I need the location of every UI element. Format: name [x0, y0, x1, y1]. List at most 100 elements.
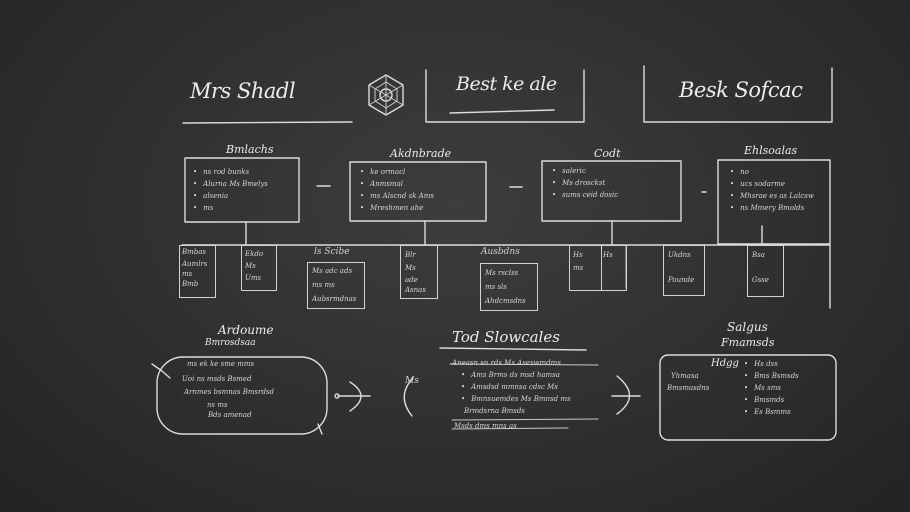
bottom-center-line: Brmdsrna Bmsds — [464, 407, 525, 415]
top-box-1-label: Bmlachs — [226, 143, 274, 156]
sub-column-label: Blr — [405, 251, 416, 259]
list-item: no — [730, 166, 814, 178]
list-item: Alurna Ms Bmelys — [193, 178, 268, 190]
sub-column-item: Ms — [405, 264, 416, 272]
top-box-3-label: Codt — [594, 147, 621, 160]
list-item: Ms sms — [744, 382, 799, 394]
list-item: Bmsmds — [744, 394, 799, 406]
header-title-left: Mrs Shadl — [190, 79, 296, 103]
top-box-1 — [184, 157, 300, 223]
header-right-frame — [643, 65, 833, 123]
list-item: Mreshmen ahe — [360, 202, 434, 214]
bottom-right-left-label: Hdgg — [711, 358, 739, 369]
list-item: ns rod bunks — [193, 166, 268, 178]
web-icon — [368, 74, 404, 116]
list-item: Hs dss — [744, 358, 799, 370]
list-item: Ms drosckst — [552, 177, 618, 189]
top-box-4-list: no ucs sodarme Mhsrae es as Lalcsw ns Mm… — [730, 166, 814, 214]
sub-column-item: Gsse — [752, 276, 769, 284]
sub-column-2: Ekdo Ms Ums — [241, 245, 277, 291]
top-box-2-label: Akdnbrade — [390, 147, 452, 160]
bottom-left-loop — [156, 356, 328, 435]
header-left-underline — [182, 121, 353, 124]
sub-column-4: Blr Ms ade Asnas — [400, 245, 438, 299]
bottom-left-line: Bds amenad — [208, 411, 252, 419]
sub-column-label: Bmbas — [182, 248, 207, 256]
bottom-center-line: Msds dms mns as — [454, 422, 517, 430]
header-title-right: Besk Sofcac — [679, 78, 803, 102]
list-item: alsenia — [193, 190, 268, 202]
list-item: Amsdsd mmnsa cdsc Ms — [461, 381, 571, 393]
top-box-2 — [349, 161, 487, 222]
sub-column-item: Asnas — [405, 286, 426, 294]
sub-column-item: ms — [573, 264, 584, 272]
bottom-left-title: Ardoume — [218, 323, 274, 337]
bottom-center-list: Ams Brms ds msd hamsa Amsdsd mmnsa cdsc … — [461, 369, 571, 405]
list-item: Es Bsmms — [744, 406, 799, 418]
sub-column-item: Ms — [245, 262, 256, 270]
top-box-1-list: ns rod bunks Alurna Ms Bmelys alsenia ms — [193, 166, 268, 214]
list-item: Bmnsuemdes Ms Bmnsd ms — [461, 393, 570, 405]
list-item: ms Alscnd sk Ams — [360, 190, 434, 202]
bottom-right-list: Hs dss Bms Bsmsds Ms sms Bmsmds Es Bsmms — [744, 358, 799, 418]
bottom-right-subtitle: Fmamsds — [721, 336, 775, 349]
list-item: sums ceid dosic — [552, 189, 618, 201]
top-box-4 — [717, 159, 831, 245]
sub-column-item: ms sls — [485, 283, 507, 291]
top-box-2-list: ke ormacl Anmsmal ms Alscnd sk Ams Mresh… — [360, 166, 434, 214]
sub-column-item: ms — [182, 270, 193, 278]
list-item: Mhsrae es as Lalcsw — [730, 190, 814, 202]
sub-column-5-label: Ausbdns — [481, 247, 520, 257]
sub-column-item: ms ms — [312, 281, 335, 289]
sub-column-label: Hs — [573, 251, 583, 259]
sub-column-item: ade — [405, 276, 418, 284]
header-center-underline — [449, 109, 555, 114]
sub-column-item: Aumlrs — [182, 260, 208, 268]
sub-column-label: Ekdo — [245, 250, 264, 258]
list-item: Ams Brms ds msd hamsa — [461, 369, 571, 381]
bottom-right-left-line: Yhmasa — [671, 372, 699, 380]
bottom-left-line: ms ek ke sme mms — [187, 360, 255, 368]
header-title-center: Best ke ale — [456, 73, 557, 95]
list-item: Bms Bsmsds — [744, 370, 799, 382]
sub-column-6: Hs ms — [569, 245, 602, 291]
bottom-center-line: Aneasn sn rds Ms Aseswmdms — [452, 359, 561, 367]
sub-column-item: Ms adc ads — [312, 267, 353, 275]
sub-column-8: Ukdns Pounde — [663, 245, 705, 296]
list-item: ms — [193, 202, 268, 214]
header-center-frame — [425, 69, 585, 123]
arrow-right-2 — [611, 375, 641, 415]
bottom-left-line: Uoi ns msds Bsmed — [182, 375, 252, 383]
sub-column-1: Bmbas Aumlrs ms Bmb — [179, 245, 216, 298]
sub-column-item: Aubsrmdnas — [312, 295, 357, 303]
bottom-right-box — [659, 354, 837, 441]
list-item: ke ormacl — [360, 166, 434, 178]
sub-column-label: Ukdns — [668, 251, 691, 259]
sub-column-9: Bsa Gsse — [747, 245, 784, 297]
bottom-right-title: Salgus — [727, 320, 768, 334]
list-item: saleric — [552, 165, 618, 177]
list-item: Anmsmal — [360, 178, 434, 190]
list-item: ns Mmery Bmolds — [730, 202, 814, 214]
sub-column-item: Bmb — [182, 280, 199, 288]
sub-column-3-label: ls Scibe — [314, 247, 350, 257]
top-box-3-list: saleric Ms drosckst sums ceid dosic — [552, 165, 618, 201]
top-box-4-label: Ehlsoalas — [744, 144, 798, 157]
bottom-center-title: Tod Slowcales — [452, 328, 560, 346]
sub-column-item: Ms rsclss — [485, 269, 519, 277]
bottom-left-line: ns ms — [207, 401, 228, 409]
sub-column-item: Ahdcmsdns — [485, 297, 526, 305]
bottom-left-subtitle: Bmrosdsaa — [205, 338, 256, 348]
sub-column-item: Hs — [603, 251, 613, 259]
sub-column-5: Ms rsclss ms sls Ahdcmsdns — [480, 263, 538, 311]
bottom-right-left-line: Bmsmasdns — [667, 384, 710, 392]
sub-column-item: Pounde — [668, 276, 695, 284]
arrow-right — [337, 381, 371, 412]
sub-column-7: Hs — [600, 245, 627, 291]
mid-label: Ms — [405, 376, 419, 386]
sub-column-item: Ums — [245, 274, 262, 282]
list-item: ucs sodarme — [730, 178, 814, 190]
bracket-left — [403, 377, 414, 417]
sub-column-3: Ms adc ads ms ms Aubsrmdnas — [307, 262, 365, 309]
